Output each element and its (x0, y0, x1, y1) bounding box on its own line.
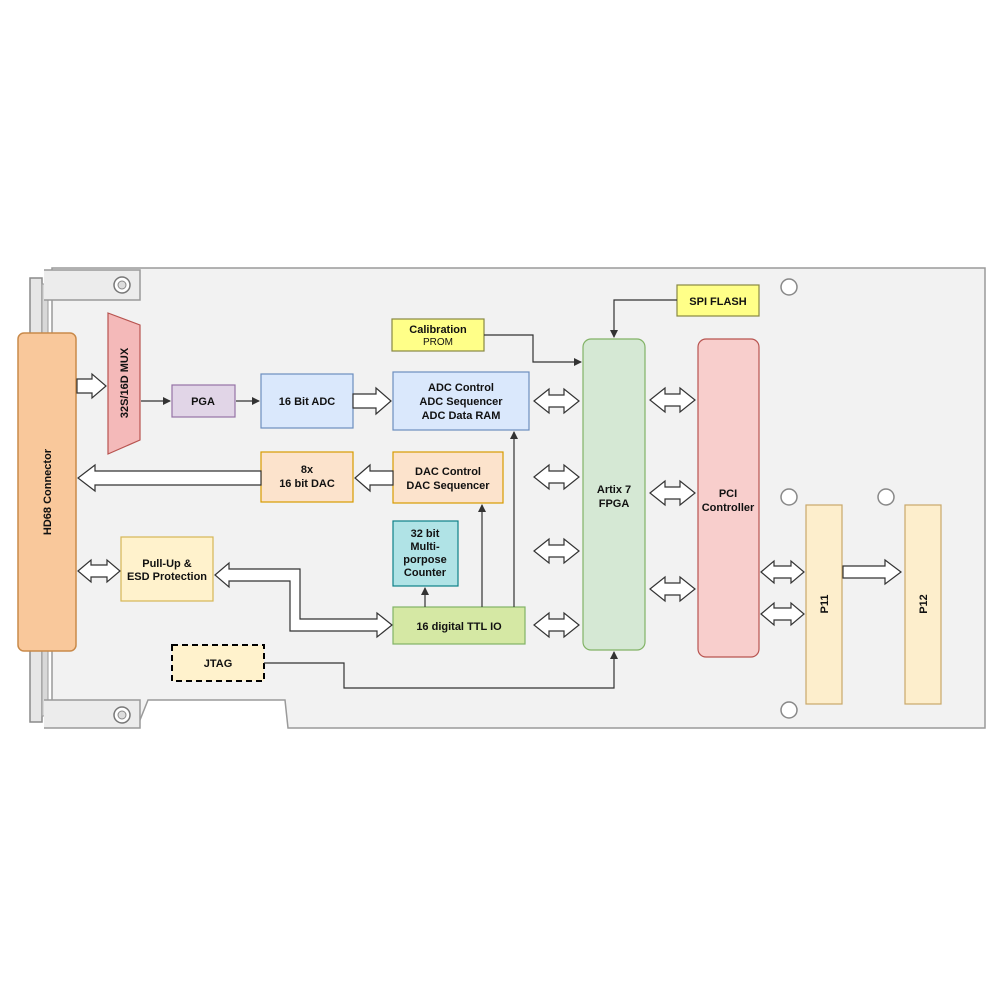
calibration-prom-box (391, 318, 485, 352)
p11-label: P11 (819, 595, 831, 614)
mount-hole-2 (780, 488, 798, 506)
fpga-block: Artix 7 FPGA (582, 338, 646, 651)
dac-control-line-2: DAC Sequencer (406, 480, 490, 492)
ttl-io-label: 16 digital TTL IO (416, 621, 502, 633)
counter-line-3: porpose (403, 554, 446, 566)
mux-label: 32S/16D MUX (119, 347, 131, 418)
pullup-esd-block: Pull-Up & ESD Protection (120, 536, 214, 602)
calibration-label: Calibration (409, 324, 467, 336)
arrow-ttl-fpga (533, 611, 580, 639)
line-calibration-to-fpga (484, 334, 582, 366)
dac-line-1: 8x (301, 464, 314, 476)
hd68-connector-box (17, 332, 77, 652)
arrow-pullup-ttl (214, 561, 393, 639)
pullup-line-1: Pull-Up & (142, 558, 192, 570)
p11-box (805, 504, 843, 705)
screw-hole-bottom-left-inner (117, 710, 127, 720)
calibration-prom-block: Calibration PROM (391, 318, 485, 352)
mux-block: 32S/16D MUX (107, 312, 141, 455)
pullup-esd-box (120, 536, 214, 602)
pci-line-2: Controller (702, 502, 755, 514)
ttl-io-box (392, 606, 526, 645)
mount-hole-4 (780, 701, 798, 719)
jtag-block: JTAG (171, 644, 265, 682)
ejector-top (44, 269, 141, 301)
counter-line-1: 32 bit (411, 528, 440, 540)
mux-shape (107, 312, 141, 455)
dac-block: 8x 16 bit DAC (260, 451, 354, 503)
adc-block: 16 Bit ADC (260, 373, 354, 429)
arrow-adc-to-adc-control (352, 386, 392, 416)
p12-box (904, 504, 942, 705)
counter-block: 32 bit Multi- porpose Counter (392, 520, 459, 587)
dac-control-block: DAC Control DAC Sequencer (392, 451, 504, 504)
line-spi-flash-to-fpga (610, 299, 677, 338)
mount-hole-1 (780, 278, 798, 296)
pci-line-1: PCI (719, 488, 737, 500)
fpga-line-1: Artix 7 (597, 484, 631, 496)
hd68-connector-label: HD68 Connector (42, 448, 54, 535)
spi-flash-block: SPI FLASH (676, 284, 760, 317)
spi-flash-box (676, 284, 760, 317)
fpga-box (582, 338, 646, 651)
dac-line-2: 16 bit DAC (279, 478, 335, 490)
arrow-fpga-pci-3 (649, 575, 696, 603)
arrow-pci-p11-1 (760, 559, 805, 585)
arrow-hd68-to-mux (76, 372, 107, 400)
prom-label: PROM (423, 337, 453, 348)
adc-control-line-2: ADC Sequencer (419, 396, 503, 408)
fpga-line-2: FPGA (599, 498, 630, 510)
adc-control-block: ADC Control ADC Sequencer ADC Data RAM (392, 371, 530, 431)
adc-control-box (392, 371, 530, 431)
arrow-fpga-pci-2 (649, 479, 696, 507)
adc-label: 16 Bit ADC (279, 396, 335, 408)
pullup-line-2: ESD Protection (127, 571, 207, 583)
pci-controller-block: PCI Controller (697, 338, 760, 658)
mount-hole-3 (877, 488, 895, 506)
jtag-label: JTAG (204, 658, 233, 670)
p12-label: P12 (918, 594, 930, 614)
adc-control-line-3: ADC Data RAM (422, 410, 501, 422)
arrow-dac-control-to-dac (354, 463, 394, 493)
adc-box (260, 373, 354, 429)
counter-line-4: Counter (404, 567, 447, 579)
arrow-dac-to-hd68 (77, 463, 262, 493)
arrow-fpga-pci-1 (649, 386, 696, 414)
p12-connector: P12 (904, 504, 942, 705)
ttl-io-block: 16 digital TTL IO (392, 606, 526, 645)
pga-label: PGA (191, 396, 215, 408)
arrow-hd68-pullup (77, 558, 121, 584)
arrow-p11-to-p12 (842, 558, 902, 586)
arrow-dac-control-fpga (533, 463, 580, 491)
line-jtag-to-fpga (264, 651, 618, 689)
dac-control-line-1: DAC Control (415, 466, 481, 478)
jtag-box (171, 644, 265, 682)
adc-control-line-1: ADC Control (428, 382, 494, 394)
pga-box (171, 384, 236, 418)
arrow-adc-control-fpga (533, 387, 580, 415)
pci-controller-box (697, 338, 760, 658)
arrow-pci-p11-2 (760, 601, 805, 627)
counter-line-2: Multi- (410, 541, 440, 553)
dac-control-box (392, 451, 504, 504)
screw-hole-top-left-inner (117, 280, 127, 290)
dac-box (260, 451, 354, 503)
p11-connector: P11 (805, 504, 843, 705)
arrow-fpga-mid (533, 537, 580, 565)
pga-block: PGA (171, 384, 236, 418)
spi-flash-label: SPI FLASH (689, 296, 747, 308)
hd68-connector: HD68 Connector (17, 332, 77, 652)
counter-box (392, 520, 459, 587)
